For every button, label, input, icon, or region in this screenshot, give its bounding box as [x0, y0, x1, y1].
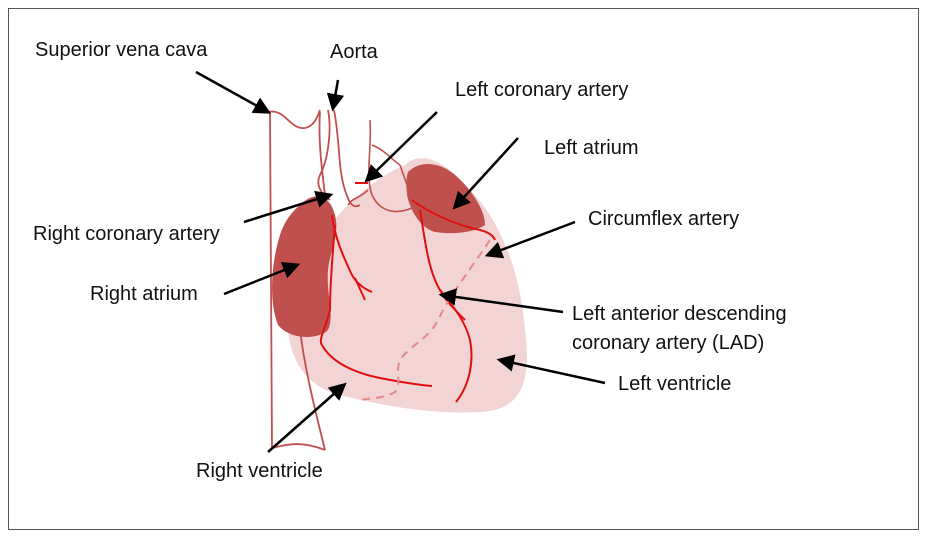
label-right-atrium: Right atrium: [90, 283, 198, 305]
label-left-ventricle: Left ventricle: [618, 373, 731, 395]
arrow-superior-vena-cava: [196, 72, 268, 112]
label-lad-line2: coronary artery (LAD): [572, 332, 764, 354]
label-lad-line1: Left anterior descending: [572, 303, 787, 325]
arrow-left-atrium: [455, 138, 518, 207]
label-aorta: Aorta: [330, 41, 379, 63]
right-atrium: [272, 196, 336, 337]
label-right-coronary-artery: Right coronary artery: [33, 223, 220, 245]
label-left-coronary-artery: Left coronary artery: [455, 79, 628, 101]
label-circumflex-artery: Circumflex artery: [588, 208, 739, 230]
label-superior-vena-cava: Superior vena cava: [35, 39, 208, 61]
arrow-right-ventricle: [268, 385, 344, 452]
label-left-atrium: Left atrium: [544, 137, 638, 159]
label-right-ventricle: Right ventricle: [196, 460, 323, 482]
arrow-aorta: [333, 80, 338, 108]
